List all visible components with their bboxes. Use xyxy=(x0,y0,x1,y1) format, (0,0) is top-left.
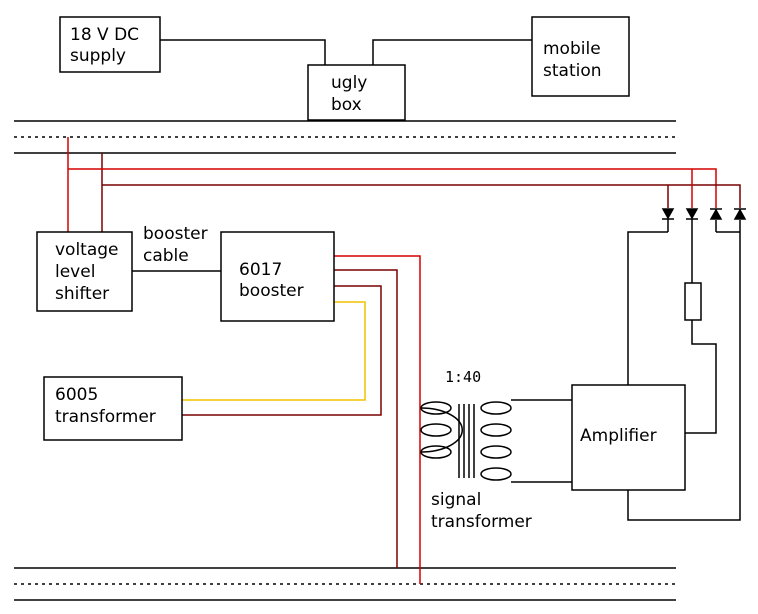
dc-supply-label-1: 18 V DC xyxy=(70,25,139,45)
booster-cable-label-1: booster xyxy=(143,224,208,244)
level-shifter-label-3: shifter xyxy=(55,284,109,304)
level-shifter-label-2: level xyxy=(55,262,95,282)
supply-wiring xyxy=(160,39,532,65)
amplifier-label: Amplifier xyxy=(580,426,657,446)
transformer-ratio-label: 1:40 xyxy=(445,368,481,386)
booster-cable-label-2: cable xyxy=(143,246,189,266)
ugly-box-label-2: box xyxy=(331,95,362,115)
booster-cable-label: booster cable xyxy=(143,224,208,266)
diode-bridge xyxy=(661,208,747,220)
transformer-6005-label-2: transformer xyxy=(55,407,156,427)
booster-label-1: 6017 xyxy=(239,260,282,280)
ugly-box-label-1: ugly xyxy=(331,73,367,93)
mobile-station-label-2: station xyxy=(543,61,602,81)
bottom-track xyxy=(14,567,676,601)
level-shifter-label-1: voltage xyxy=(55,240,119,260)
booster-box: 6017 booster xyxy=(220,231,335,322)
level-shifter-box: voltage level shifter xyxy=(36,231,133,312)
rail-feed-wires xyxy=(67,137,741,232)
ugly-box: ugly box xyxy=(307,64,406,121)
dc-supply-label-2: supply xyxy=(70,46,126,66)
resistor xyxy=(684,282,702,321)
darkred-bus-wire xyxy=(102,184,741,208)
mobile-station-label-1: mobile xyxy=(543,39,601,59)
booster-output-wires xyxy=(182,255,421,584)
dc-supply-box: 18 V DC supply xyxy=(59,16,161,73)
signal-transformer-label-2: transformer xyxy=(431,512,532,532)
transformer-6005-box: 6005 transformer xyxy=(43,376,183,441)
red-bus-wire xyxy=(68,168,717,208)
amplifier-box: Amplifier xyxy=(571,384,686,491)
diode-bridge-wiring xyxy=(627,219,741,521)
signal-transformer-label-1: signal xyxy=(431,490,481,510)
transformer-6005-label-1: 6005 xyxy=(55,385,98,405)
signal-transformer-label: signal transformer xyxy=(431,490,532,532)
booster-label-2: booster xyxy=(239,281,304,301)
top-track xyxy=(14,120,676,154)
signal-transformer-symbol xyxy=(420,399,572,483)
mobile-station-box: mobile station xyxy=(531,16,630,97)
